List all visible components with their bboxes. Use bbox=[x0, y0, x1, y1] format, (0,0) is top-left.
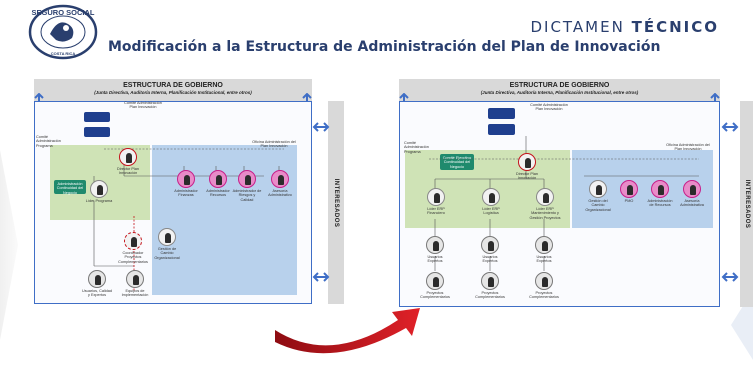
after-gov-bar: ESTRUCTURA DE GOBIERNO (Junta Directiva,… bbox=[399, 79, 720, 101]
person-icon bbox=[482, 188, 500, 206]
before-gestion-node: Gestión de Cambio Organizacional bbox=[152, 228, 182, 260]
group-icon bbox=[126, 270, 144, 288]
after-interesados-bar: INTERESADOS bbox=[740, 101, 753, 307]
after-blue-node-1: PMO bbox=[614, 180, 644, 203]
before-interesados-bar: INTERESADOS bbox=[328, 101, 344, 304]
group-icon bbox=[481, 272, 499, 290]
before-lider-node: Líder Programa bbox=[84, 180, 114, 203]
group-icon bbox=[426, 272, 444, 290]
svg-text:COSTA RICA: COSTA RICA bbox=[51, 51, 76, 56]
before-oficina-label: Oficina Administración del Plan Innovaci… bbox=[252, 140, 296, 149]
after-blue-node-3: Asesoría Administrativa bbox=[677, 180, 707, 208]
person-icon bbox=[589, 180, 607, 198]
after-lider-node-1: Líder ERP Logística bbox=[475, 188, 507, 216]
person-icon bbox=[620, 180, 638, 198]
person-icon bbox=[238, 170, 256, 188]
after-lider-node-0: Líder ERP Financiero bbox=[420, 188, 452, 216]
after-navy-box-1 bbox=[488, 108, 515, 119]
before-navy-box-1 bbox=[84, 112, 110, 122]
before-comite-programa-label: Comité Administración Programa bbox=[36, 135, 61, 148]
left-decor-shape bbox=[0, 150, 18, 340]
group-icon bbox=[535, 272, 553, 290]
before-blue-area bbox=[152, 145, 297, 295]
group-icon bbox=[88, 270, 106, 288]
after-comite-admin-label: Comité Administración Plan Innovación bbox=[530, 103, 568, 112]
before-blue-node-1: Administrador Recursos bbox=[203, 170, 233, 198]
after-connector-lines bbox=[429, 136, 699, 271]
transition-arrow-icon bbox=[275, 308, 420, 354]
after-continuity-box bbox=[440, 154, 474, 170]
after-usuarios-node-2: Usuarios Expertos bbox=[529, 236, 559, 264]
before-continuity-label: Administración Continuidad del Negocio bbox=[56, 182, 84, 195]
after-blue-node-2: Administración de Recursos bbox=[645, 180, 675, 208]
before-coordinador-node: Coordinador Proyectos Complementarios bbox=[117, 232, 149, 264]
after-proyectos-node-1: Proyectos Complementarios bbox=[471, 272, 509, 300]
svg-text:SEGURO SOCIAL: SEGURO SOCIAL bbox=[32, 8, 95, 17]
after-proyectos-node-2: Proyectos Complementarios bbox=[525, 272, 563, 300]
before-blue-node-2: Administrador de Riesgos y Calidad bbox=[232, 170, 262, 202]
after-comite-programa-label: Comité Administración Programa bbox=[404, 141, 429, 154]
after-proyectos-node-0: Proyectos Complementarios bbox=[416, 272, 454, 300]
group-icon bbox=[426, 236, 444, 254]
person-icon bbox=[683, 180, 701, 198]
after-double-arrows bbox=[721, 122, 739, 282]
after-oficina-label: Oficina Administración del Plan Innovaci… bbox=[666, 143, 710, 152]
person-icon bbox=[119, 148, 137, 166]
person-icon bbox=[158, 228, 176, 246]
before-comite-admin-label: Comité Administración Plan Innovación bbox=[124, 101, 162, 110]
before-blue-node-3: Asesoría Administrativo bbox=[265, 170, 295, 198]
before-blue-node-0: Administrador Finanzas bbox=[171, 170, 201, 198]
before-double-arrows bbox=[312, 122, 330, 282]
before-connector-lines bbox=[93, 148, 284, 291]
person-icon bbox=[651, 180, 669, 198]
group-icon bbox=[535, 236, 553, 254]
after-continuity-label: Comité Ejecutivo Continuidad del Negocio bbox=[442, 156, 472, 169]
before-gov-arrows bbox=[34, 93, 312, 102]
before-continuity-box bbox=[54, 180, 86, 194]
person-icon bbox=[124, 232, 142, 250]
after-usuarios-node-1: Usuarios Expertos bbox=[475, 236, 505, 264]
person-icon bbox=[427, 188, 445, 206]
before-gov-bar: ESTRUCTURA DE GOBIERNO (Junta Directiva,… bbox=[34, 79, 312, 101]
before-navy-box-2 bbox=[84, 127, 110, 137]
after-usuarios-node-0: Usuarios Expertos bbox=[420, 236, 450, 264]
person-icon bbox=[177, 170, 195, 188]
document-kicker: DICTAMEN TÉCNICO bbox=[530, 18, 719, 36]
person-icon bbox=[90, 180, 108, 198]
person-icon bbox=[518, 153, 536, 171]
page-title: Modificación a la Estructura de Administ… bbox=[108, 39, 661, 55]
group-icon bbox=[481, 236, 499, 254]
after-navy-box-2 bbox=[488, 124, 515, 135]
after-gov-arrows bbox=[399, 93, 720, 102]
after-lider-node-2: Líder ERP Mantenimiento y Gestión Proyec… bbox=[527, 188, 563, 220]
person-icon bbox=[209, 170, 227, 188]
before-usuarios-node: Usuarios, Calidad y Expertos bbox=[82, 270, 112, 298]
before-director-node: Director Plan Innovación bbox=[113, 148, 143, 176]
after-director-node: Director Plan Innovación bbox=[512, 153, 542, 181]
person-icon bbox=[536, 188, 554, 206]
after-blue-node-0: Gestión del Cambio Organizacional bbox=[582, 180, 614, 212]
person-icon bbox=[271, 170, 289, 188]
seguro-social-logo: SEGURO SOCIAL COSTA RICA bbox=[28, 4, 98, 60]
before-equipos-node: Equipos de Implementación bbox=[117, 270, 153, 298]
